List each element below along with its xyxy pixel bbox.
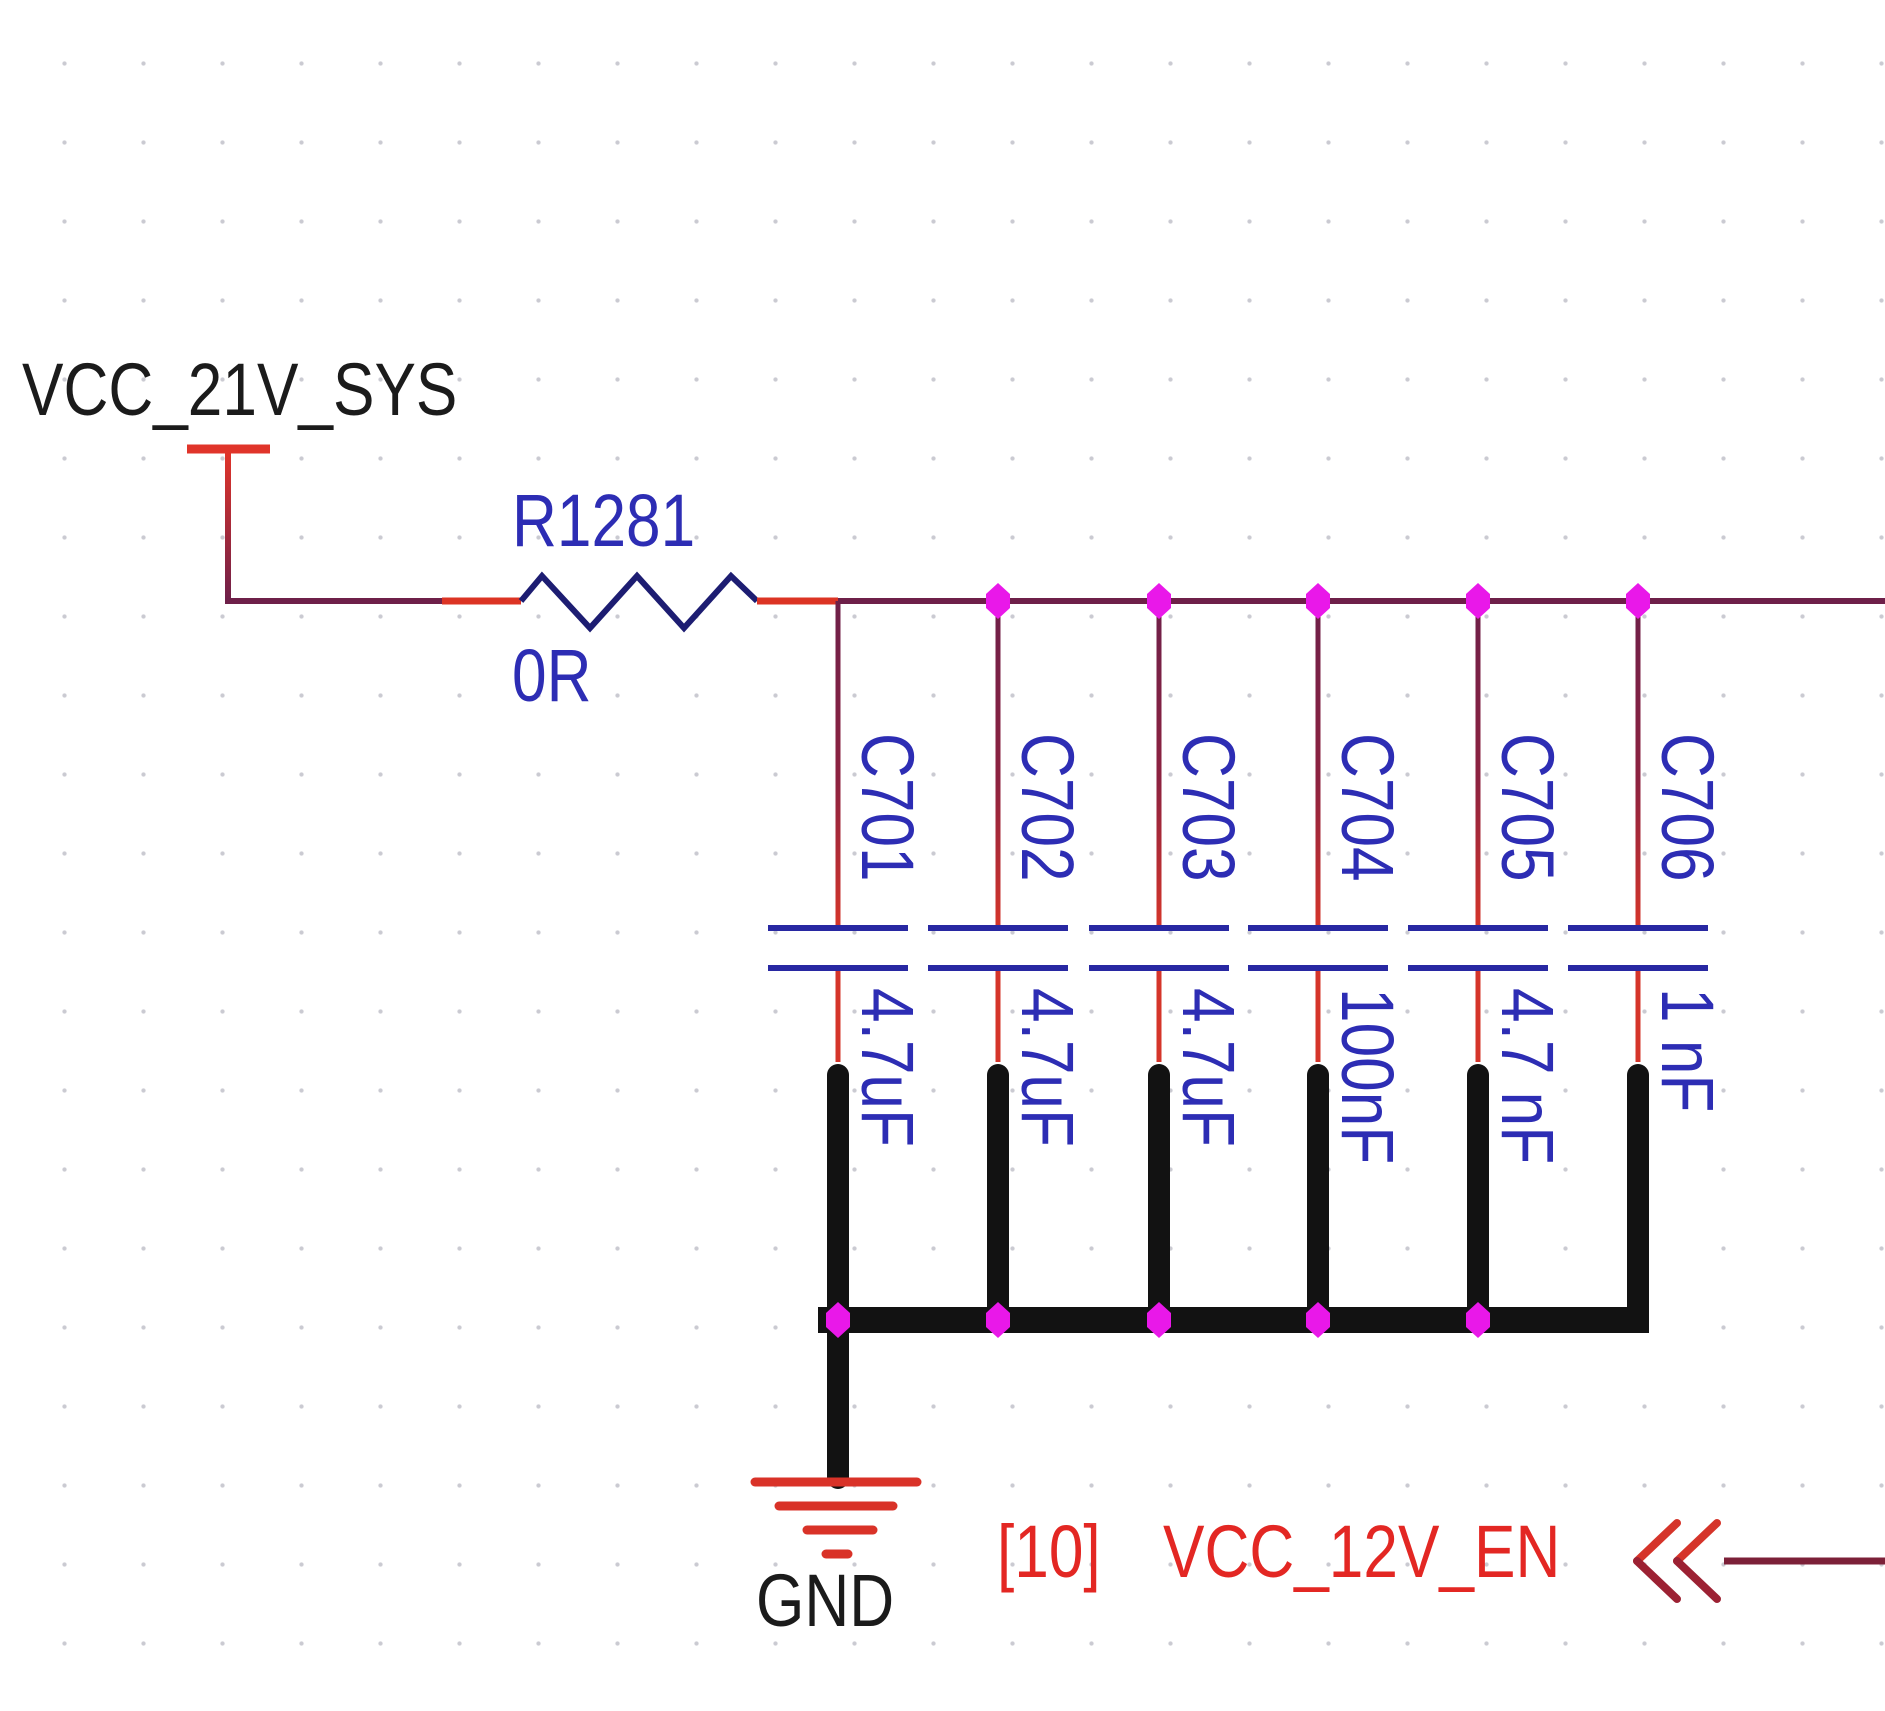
resistor-value-label: 0R [512, 634, 592, 717]
cap-value-label-c704: 100nF [1326, 988, 1409, 1165]
cap-ref-label-c704: C704 [1326, 733, 1409, 882]
offpage-sheet-index-label: [10] [997, 1510, 1101, 1593]
junction-dot-bus-c702 [986, 1302, 1010, 1338]
ground-net-label: GND [756, 1559, 895, 1642]
offpage-chevron1-lower [1633, 1557, 1681, 1603]
cap-value-label-c701: 4.7uF [846, 988, 929, 1147]
offpage-net-label: VCC_12V_EN [1163, 1510, 1561, 1593]
cap-ref-label-c702: C702 [1006, 733, 1089, 882]
cap-ref-label-c701: C701 [846, 733, 929, 882]
junction-dot-bus-c701 [826, 1302, 850, 1338]
junction-dot-rail-c706 [1626, 583, 1650, 619]
resistor-ref-label: R1281 [512, 479, 696, 562]
junction-dot-rail-c703 [1147, 583, 1171, 619]
cap-ref-label-c703: C703 [1167, 733, 1250, 882]
cap-value-label-c703: 4.7uF [1167, 988, 1250, 1147]
cap-ref-label-c706: C706 [1646, 733, 1729, 882]
cap-value-label-c705: 4.7 nF [1486, 988, 1569, 1165]
cap-ref-label-c705: C705 [1486, 733, 1569, 882]
cap-value-label-c706: 1 nF [1646, 988, 1729, 1113]
offpage-chevron2-upper [1673, 1519, 1721, 1565]
offpage-chevron1-upper [1633, 1519, 1681, 1565]
resistor-symbol [518, 571, 760, 633]
junction-dot-bus-c703 [1147, 1302, 1171, 1338]
junction-dot-bus-c704 [1306, 1302, 1330, 1338]
power-net-label: VCC_21V_SYS [22, 348, 458, 431]
junction-dot-rail-c702 [986, 583, 1010, 619]
offpage-chevron2-lower [1673, 1557, 1721, 1603]
cap-value-label-c702: 4.7uF [1006, 988, 1089, 1147]
junction-dot-rail-c705 [1466, 583, 1490, 619]
junction-dot-bus-c705 [1466, 1302, 1490, 1338]
junction-dot-rail-c704 [1306, 583, 1330, 619]
